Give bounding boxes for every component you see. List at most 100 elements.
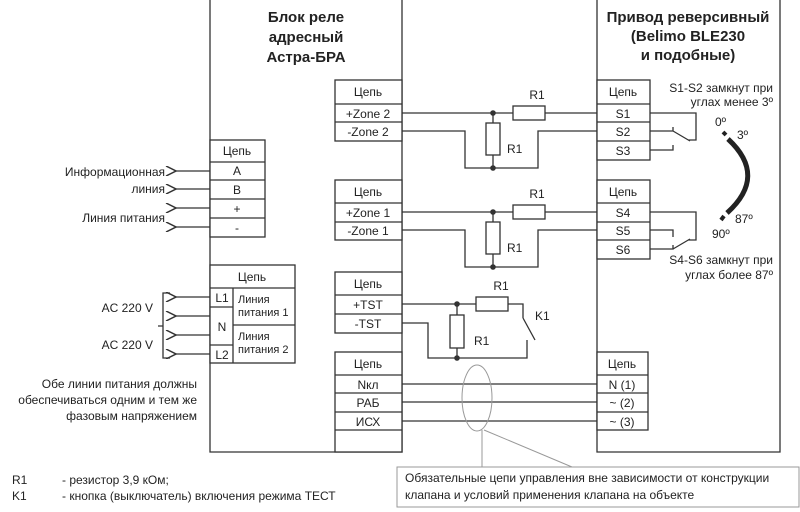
terminal-isx: ИСХ (356, 415, 381, 429)
actuator-title-3: и подобные) (641, 47, 736, 64)
relay-title-1: Блок реле (268, 9, 344, 26)
relay-title-2: адресный (269, 29, 344, 46)
info-terminal-table: Цепь A B + - (209, 139, 266, 238)
resistor-label: R1 (493, 279, 509, 293)
relay-control-table: Цепь Nкл РАБ ИСХ (334, 351, 403, 453)
relay-title-3: Астра-БРА (266, 49, 345, 66)
angle-0: 0º (715, 115, 727, 129)
terminal-plus-zone2: +Zone 2 (346, 107, 391, 121)
s123-table: Цепь S1 S2 S3 (596, 79, 697, 161)
ac-label-2: AC 220 V (102, 338, 153, 352)
tst-table: Цепь +TST -TST (334, 271, 403, 334)
info-arrows (176, 171, 210, 227)
table-header: Цепь (354, 277, 382, 291)
terminal-l1: L1 (215, 291, 229, 305)
switch-icon (650, 112, 697, 151)
terminal-plus-zone1: +Zone 1 (346, 206, 391, 220)
power-note-2: обеспечиваться одним и тем же (18, 393, 197, 407)
terminal-n: N (218, 320, 227, 334)
table-header: Цепь (609, 85, 637, 99)
terminal-s4: S4 (616, 206, 631, 220)
resistor-label: R1 (529, 187, 545, 201)
terminal-minus-tst: -TST (355, 317, 382, 331)
callout-line-2: клапана и условий применения клапана на … (405, 488, 695, 502)
s12-note-2: углах менее 3º (691, 95, 774, 109)
callout-line-1: Обязательные цепи управления вне зависим… (405, 471, 769, 485)
terminal-l2: L2 (215, 348, 229, 362)
terminal-plus: + (233, 202, 240, 216)
zone1-table: Цепь +Zone 1 -Zone 1 (334, 179, 403, 241)
power-line-2-label: Линия (238, 331, 270, 343)
callout-box: Обязательные цепи управления вне зависим… (396, 466, 800, 508)
legend-desc-k1: - кнопка (выключатель) включения режима … (62, 489, 336, 503)
actuator-title-1: Привод реверсивный (607, 9, 770, 26)
s12-note-1: S1-S2 замкнут при (669, 81, 773, 95)
terminal-n1: N (1) (609, 378, 636, 392)
switch-label: K1 (535, 309, 550, 323)
legend: R1 - резистор 3,9 кОм; K1 - кнопка (выкл… (12, 473, 336, 503)
terminal-plus-tst: +TST (353, 298, 383, 312)
terminal-s2: S2 (616, 125, 631, 139)
resistor-icon (512, 105, 546, 121)
table-header: Цепь (223, 144, 251, 158)
power-line-1-label: Линия (238, 294, 270, 306)
zone1-circuit: R1 R1 (402, 187, 597, 270)
table-header: Цепь (609, 185, 637, 199)
terminal-minus-zone1: -Zone 1 (347, 224, 389, 238)
s456-table: Цепь S4 S5 S6 (596, 179, 697, 260)
power-terminal-table: Цепь L1 N L2 Линия питания 1 Линия питан… (209, 264, 296, 364)
table-header: Цепь (354, 185, 382, 199)
legend-key-k1: K1 (12, 489, 27, 503)
resistor-icon (485, 122, 501, 156)
callout-leader (481, 429, 573, 468)
terminal-nkl: Nкл (357, 378, 378, 392)
terminal-s1: S1 (616, 107, 631, 121)
actuator-title-2: (Belimo BLE230 (631, 28, 745, 45)
terminal-minus: - (235, 221, 239, 235)
power-line-2-label: питания 2 (238, 344, 288, 356)
actuator-block: Привод реверсивный (Belimo BLE230 и подо… (596, 0, 781, 453)
info-line-label-2: линия (131, 182, 165, 196)
ac-label-1: AC 220 V (102, 301, 153, 315)
terminal-s5: S5 (616, 224, 631, 238)
table-header: Цепь (608, 357, 636, 371)
control-wires (402, 383, 597, 422)
power-line-label: Линия питания (82, 211, 165, 225)
resistor-label: R1 (529, 88, 545, 102)
info-line-label-1: Информационная (65, 165, 165, 179)
switch-icon (650, 211, 697, 250)
actuator-control-table: Цепь N (1) ~ (2) ~ (3) (596, 351, 649, 431)
terminal-3: ~ (3) (609, 415, 634, 429)
power-arrows (158, 293, 210, 358)
resistor-label: R1 (507, 142, 523, 156)
resistor-icon (449, 314, 465, 349)
table-header: Цепь (238, 270, 266, 284)
legend-desc-r1: - резистор 3,9 кОм; (62, 473, 169, 487)
tst-circuit: R1 R1 K1 (402, 279, 550, 361)
resistor-label: R1 (507, 241, 523, 255)
terminal-s3: S3 (616, 144, 631, 158)
terminal-s6: S6 (616, 243, 631, 257)
angle-90: 90º (712, 227, 730, 241)
angle-arc: 0º 3º 87º 90º (712, 115, 753, 241)
angle-87: 87º (735, 212, 753, 226)
table-header: Цепь (354, 85, 382, 99)
terminal-2: ~ (2) (609, 396, 634, 410)
s46-note-2: углах более 87º (685, 268, 773, 282)
terminal-rab: РАБ (356, 396, 379, 410)
legend-key-r1: R1 (12, 473, 28, 487)
zone2-table: Цепь +Zone 2 -Zone 2 (334, 79, 403, 142)
table-header: Цепь (354, 357, 382, 371)
bracket (158, 292, 170, 359)
s46-note-1: S4-S6 замкнут при (669, 253, 773, 267)
terminal-b: B (233, 183, 241, 197)
resistor-icon (475, 296, 509, 312)
power-note-1: Обе линии питания должны (42, 377, 197, 391)
zone2-circuit: R1 R1 (402, 88, 597, 171)
power-line-1-label: питания 1 (238, 307, 288, 319)
resistor-label: R1 (474, 334, 490, 348)
resistor-icon (485, 221, 501, 255)
angle-3: 3º (737, 128, 749, 142)
terminal-a: A (233, 164, 241, 178)
